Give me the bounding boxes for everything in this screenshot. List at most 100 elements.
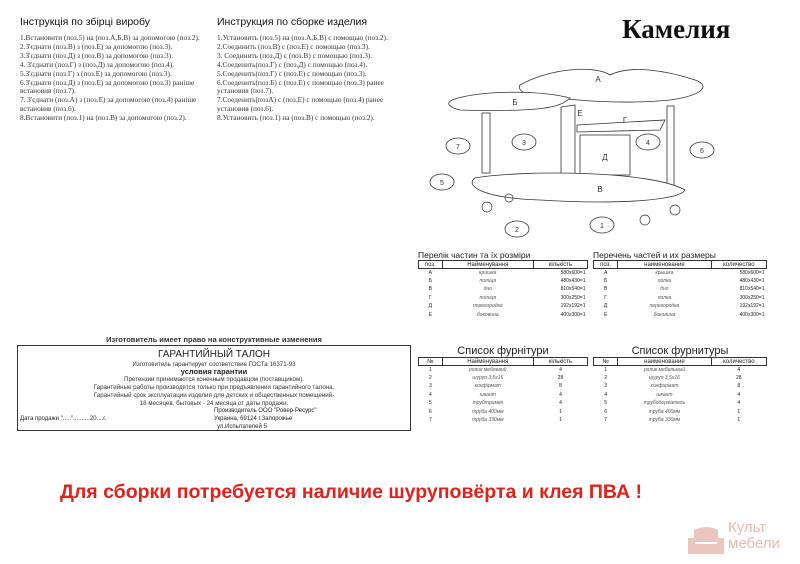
name-cell: конфирмат (650, 383, 679, 390)
name-cell: полиця (479, 294, 497, 301)
instruction-step: 2.Соединить (поз.В) с (поз.Е) с помощью … (217, 41, 370, 51)
position-cell: 3 (604, 383, 607, 390)
callout-6: 6 (700, 148, 704, 155)
quantity-cell: 4 (559, 391, 562, 398)
instruction-step: 4. З'єднати (поз.Г) з (поз.Д) за допомог… (20, 59, 175, 69)
callout-3: 3 (522, 140, 526, 147)
position-cell: 3 (428, 383, 432, 390)
callout-4: 4 (646, 140, 650, 147)
column-header: № (418, 357, 443, 366)
quantity-cell: 8 (559, 383, 562, 390)
name-cell: ролик меблевий (469, 366, 507, 373)
manufacturer-street: ул.Испытателей 5 (217, 424, 267, 430)
armchair-icon (688, 527, 724, 554)
position-cell: Г (428, 294, 432, 301)
manufacturer-name: Производитель ООО "Ровер-Ресурс" (214, 408, 317, 414)
name-cell: труба 330мм (648, 417, 681, 424)
column-header: № (592, 357, 619, 366)
quantity-cell: 4 (737, 366, 741, 373)
quantity-cell: 1 (559, 408, 562, 415)
quantity-cell: 1 (559, 417, 562, 424)
warranty-gost: Изготовитель гарантирует соответствие ГО… (132, 361, 296, 368)
instruction-step: 4.Соеденить(поз.Г) с (поз.Д) с помощью (… (217, 59, 368, 69)
name-cell: трубодержатель (643, 400, 686, 407)
instruction-step: 2.З'єднати (поз.В) з (поз.Е) за допомого… (20, 41, 173, 51)
position-cell: Д (428, 303, 433, 310)
name-cell: ролик мебельный (643, 366, 685, 373)
ru-instructions-list: 1.Установить (поз.5) на (поз.А,Б,В) с по… (217, 33, 399, 123)
callout-2: 2 (515, 227, 519, 234)
ua-instructions-list: 1.Встановити (поз.5) на (поз.А,Б,В) за д… (20, 33, 220, 123)
column-header: наименование (617, 260, 712, 269)
name-cell: шуруп 3,5x16 (472, 375, 504, 382)
table-row: 3 конфирмат 8 (594, 382, 767, 390)
instruction-step: 3. Соединить (поз.Д) с (поз.В) с помощью… (217, 50, 373, 60)
instruction-step: 7.Соеденить(позА) с (поз.Е) с помощью (п… (217, 95, 384, 114)
part-label-d: Д (602, 153, 608, 162)
position-cell: Б (603, 278, 608, 285)
part-label-g: Г (623, 116, 628, 125)
instruction-step: 6.Соеденить(поз.Б) с (поз.Е) с помощью (… (217, 77, 384, 96)
quantity-cell: 400x300=1 (560, 311, 586, 318)
position-cell: 2 (428, 375, 432, 382)
position-cell: 4 (428, 391, 432, 398)
instruction-step: 7. З'єднати (поз.А) з (поз.Е) за допомог… (20, 95, 197, 114)
position-cell: Е (428, 311, 432, 318)
column-header: Найменування (441, 357, 534, 366)
position-cell: 1 (604, 366, 607, 373)
warranty-line: Претензии принимаются конечным продавцом… (124, 376, 304, 383)
column-header: поз. (418, 260, 443, 269)
quantity-cell: 4 (737, 391, 741, 398)
manufacturer-address: Украина, 69124 г.Запорожье (214, 416, 293, 422)
quantity-cell: 580x600=1 (560, 269, 586, 276)
name-cell: перегородка (472, 303, 503, 310)
name-cell: кришка (479, 269, 497, 276)
name-cell: шкант (479, 391, 496, 398)
table-row: 1 ролик меблевий 4 (419, 366, 588, 374)
column-header: количество (710, 260, 768, 269)
ua-parts-table: Перелік частин та їх розміри поз.Наймену… (418, 250, 589, 319)
position-cell: 6 (604, 408, 607, 415)
quantity-cell: 810x540=1 (560, 286, 586, 293)
quantity-cell: 4 (559, 366, 562, 373)
position-cell: 2 (604, 375, 607, 382)
product-title: Камелия (622, 14, 731, 44)
quantity-cell: 28 (557, 375, 564, 382)
position-cell: 7 (428, 417, 432, 424)
instruction-step: 8.Встановити (поз.1) на (поз.В) за допом… (20, 113, 187, 123)
name-cell: труба 400мм (472, 408, 504, 415)
quantity-cell: 480x430=1 (739, 278, 765, 285)
ua-instructions-title: Інструкція по збірці виробу (20, 16, 151, 28)
position-cell: А (603, 269, 608, 276)
position-cell: 1 (428, 366, 432, 373)
column-header: поз. (592, 260, 619, 269)
assembly-diagram: А Б В Г Д Е 1 2 3 4 5 6 7 (429, 68, 715, 238)
position-cell: 5 (604, 400, 607, 407)
quantity-cell: 8 (737, 383, 741, 390)
name-cell: перегородка (649, 303, 680, 310)
warranty-conditions-title: условия гарантии (180, 367, 248, 376)
name-cell: шкант (656, 391, 673, 398)
quantity-cell: 4 (737, 400, 741, 407)
instruction-step: 8.Установить (поз.1) на (поз.В) с помощь… (217, 113, 375, 123)
warranty-line: Гарантийный срок эксплуатации изделия дл… (93, 392, 335, 399)
name-cell: конфірмат (474, 383, 501, 390)
position-cell: 7 (604, 417, 607, 424)
warranty-line: 18 месяцев, бытовых - 24 месяца от даты … (139, 400, 289, 407)
ru-parts-table: Перечень частей и их размеры поз.наимено… (592, 250, 768, 319)
name-cell: дно (660, 286, 669, 293)
modification-notice: Изготовитель имеет право на конструктивн… (106, 335, 322, 344)
